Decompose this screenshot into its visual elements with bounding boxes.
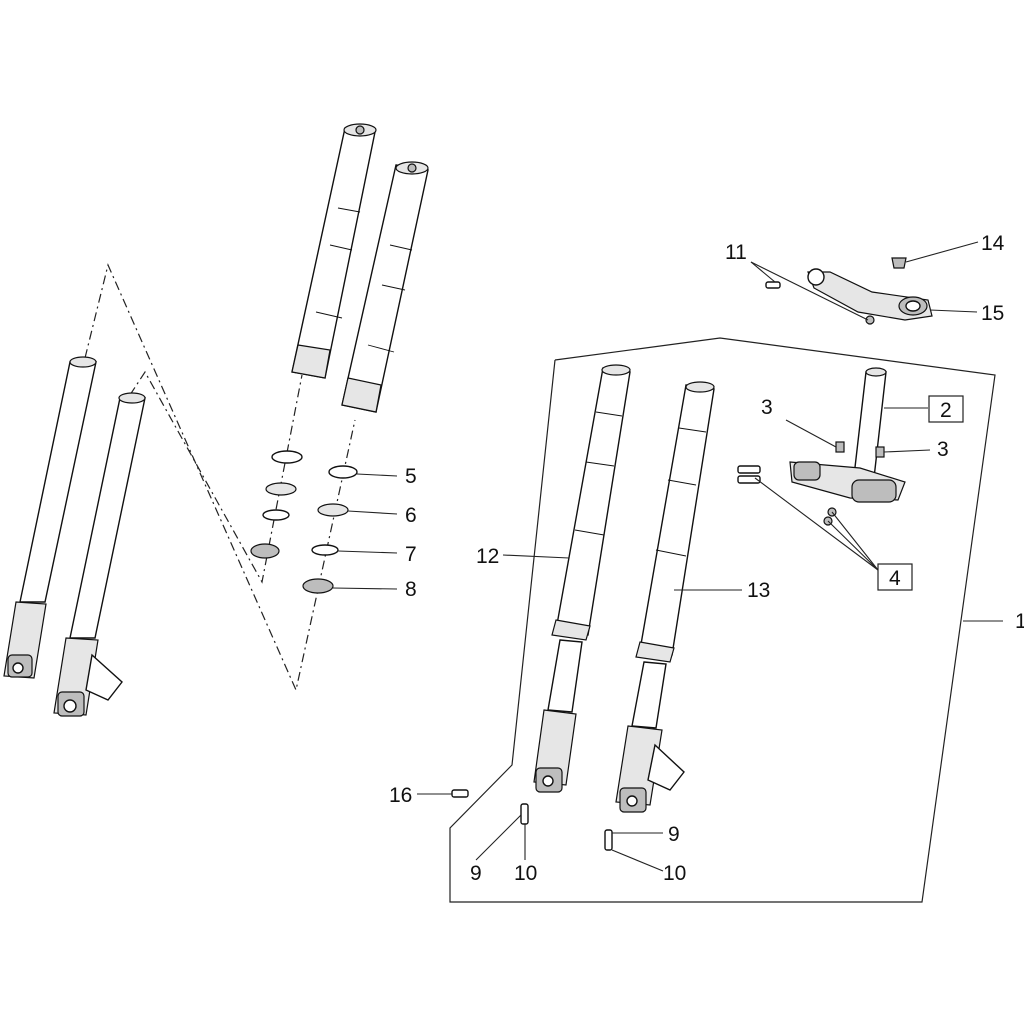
ring-7 [311,544,339,556]
seal-stack-left [250,450,303,559]
bolt-11 [765,281,875,325]
callout-13: 13 [747,579,770,602]
callout-11: 11 [725,241,747,264]
callout-8: 8 [405,578,417,601]
callout-9-left: 9 [470,862,482,885]
inner-tube-upper-b [341,161,429,413]
ring-8 [302,578,334,594]
callout-16: 16 [389,784,412,807]
callout-10-left: 10 [514,862,537,885]
callout-1: 1 [1015,610,1024,633]
bolt-9-10-right [604,829,613,851]
fork-leg-13 [615,381,715,813]
callout-9-right: 9 [668,823,680,846]
callout-12: 12 [476,545,499,568]
callout-14: 14 [981,232,1005,255]
inner-tube-upper-a [291,123,377,379]
steering-stem-2 [853,367,887,479]
callout-6: 6 [405,504,417,527]
ring-6 [317,503,349,517]
callout-15: 15 [981,302,1004,325]
fork-leg-12 [533,364,631,793]
lower-triple-clamp [789,461,906,503]
bolt-16 [451,789,469,798]
callout-10-right: 10 [663,862,686,885]
callout-2-box [928,395,964,423]
leader-lines [332,241,1003,872]
callout-3-left: 3 [761,396,773,419]
callout-4: 4 [889,567,901,590]
callout-7: 7 [405,543,417,566]
upper-triple-clamp-15 [807,268,933,321]
outer-tube-left-b [53,392,146,717]
callout-3-right: 3 [937,438,949,461]
callout-5: 5 [405,465,417,488]
outer-tube-left-a [3,356,97,679]
assembly-1-frame [449,337,996,903]
callout-2: 2 [940,399,952,422]
bolt-9-10-left [520,803,529,825]
cap-14 [891,257,907,269]
callout-4-box [877,563,913,591]
ring-5 [328,465,358,479]
